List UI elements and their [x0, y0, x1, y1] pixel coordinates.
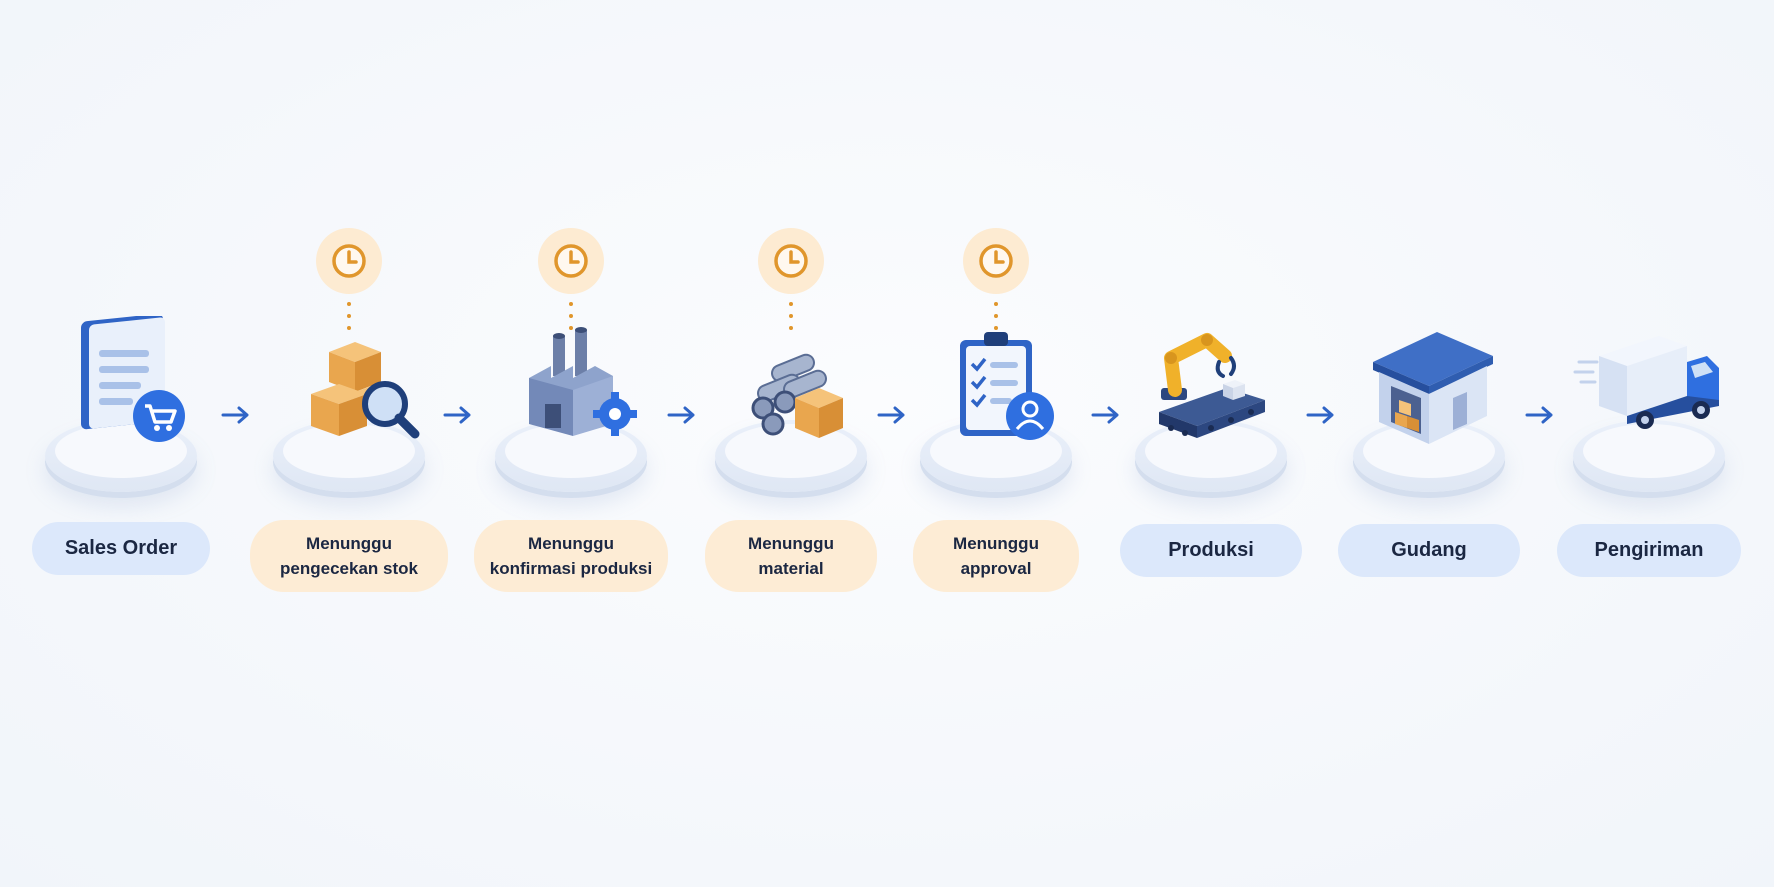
- arrow-right-icon: [442, 403, 474, 427]
- arrow-right-icon: [1090, 403, 1122, 427]
- arrow-right-icon: [1524, 403, 1556, 427]
- robot-arm-conveyor-icon: [1131, 316, 1291, 476]
- step-label: Pengiriman: [1557, 524, 1741, 577]
- arrow-right-icon: [876, 403, 908, 427]
- step-label: Produksi: [1120, 524, 1302, 577]
- step-produksi: Produksi: [1106, 0, 1316, 887]
- clock-icon: [963, 228, 1029, 294]
- dotted-connector: [789, 302, 793, 340]
- step-label: Sales Order: [32, 522, 210, 575]
- sales-order-document-cart-icon: [41, 313, 201, 476]
- dotted-connector: [569, 302, 573, 340]
- clock-icon: [316, 228, 382, 294]
- step-label: Gudang: [1338, 524, 1520, 577]
- delivery-truck-icon: [1569, 316, 1729, 476]
- step-gudang: Gudang: [1324, 0, 1534, 887]
- boxes-magnifier-icon: [269, 316, 429, 476]
- pipes-boxes-icon: [711, 316, 871, 476]
- warehouse-icon: [1349, 316, 1509, 476]
- dotted-connector: [994, 302, 998, 340]
- clock-icon: [758, 228, 824, 294]
- step-sales-order: Sales Order: [16, 0, 226, 887]
- step-pengiriman: Pengiriman: [1544, 0, 1754, 887]
- arrow-right-icon: [666, 403, 698, 427]
- arrow-right-icon: [1305, 403, 1337, 427]
- dotted-connector: [347, 302, 351, 340]
- factory-gear-icon: [491, 316, 651, 476]
- arrow-right-icon: [220, 403, 252, 427]
- clipboard-user-icon: [916, 316, 1076, 476]
- clock-icon: [538, 228, 604, 294]
